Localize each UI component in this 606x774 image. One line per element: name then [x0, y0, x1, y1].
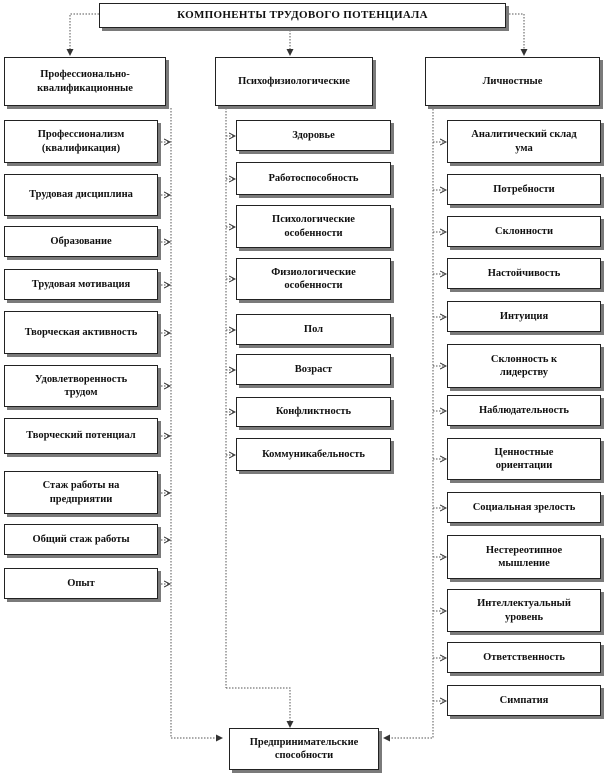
personal-item-label: Симпатия: [499, 694, 549, 706]
personal-item-label: Ценностные ориентации: [494, 446, 554, 471]
personal-item: Потребности: [447, 174, 601, 205]
personal-item: Ценностные ориентации: [447, 438, 601, 480]
psycho-item-label: Работоспособность: [268, 172, 359, 184]
psycho-item-label: Конфликтность: [275, 406, 352, 418]
professional-item: Профессионализм (квалификация): [4, 120, 158, 163]
psycho-item-label: Возраст: [294, 363, 333, 375]
professional-item: Удовлетворенность трудом: [4, 365, 158, 407]
psycho-item: Психологические особенности: [236, 205, 391, 248]
personal-item: Ответственность: [447, 642, 601, 673]
personal-item: Симпатия: [447, 685, 601, 716]
psycho-item-label: Психологические особенности: [272, 214, 355, 239]
professional-item: Трудовая мотивация: [4, 269, 158, 300]
personal-item: Наблюдательность: [447, 395, 601, 426]
psycho-item-label: Физиологические особенности: [271, 266, 356, 291]
psycho-item-label: Пол: [303, 323, 324, 335]
personal-item-label: Интеллектуальный уровень: [477, 598, 571, 623]
personal-item-label: Склонности: [495, 225, 553, 237]
psycho-item: Коммуникабельность: [236, 438, 391, 471]
professional-item-label: Профессионализм (квалификация): [37, 129, 125, 154]
personal-item: Интеллектуальный уровень: [447, 589, 601, 632]
professional-item-label: Опыт: [67, 577, 95, 589]
professional-item-label: Трудовая дисциплина: [29, 189, 133, 201]
psycho-item: Конфликтность: [236, 397, 391, 427]
personal-item-label: Аналитический склад ума: [471, 129, 577, 154]
professional-item-label: Удовлетворенность трудом: [34, 373, 128, 398]
professional-item: Творческий потенциал: [4, 418, 158, 454]
professional-item-label: Трудовая мотивация: [31, 278, 131, 290]
category-personal: Личностные: [425, 57, 600, 106]
psycho-item: Возраст: [236, 354, 391, 385]
personal-item-label: Ответственность: [483, 651, 565, 663]
result-entrepreneurial-abilities: Предпринимательские способности: [229, 728, 379, 770]
personal-item-label: Склонность к лидерству: [490, 353, 558, 378]
professional-item: Творческая активность: [4, 311, 158, 354]
psycho-item: Физиологические особенности: [236, 258, 391, 300]
personal-item: Социальная зрелость: [447, 492, 601, 523]
personal-item: Аналитический склад ума: [447, 120, 601, 163]
personal-item-label: Нестереотипное мышление: [485, 544, 563, 569]
psycho-item-label: Здоровье: [292, 129, 335, 141]
professional-item: Общий стаж работы: [4, 524, 158, 555]
psycho-item-label: Коммуникабельность: [262, 448, 365, 460]
professional-item: Опыт: [4, 568, 158, 599]
psycho-item: Здоровье: [236, 120, 391, 151]
professional-item: Стаж работы на предприятии: [4, 471, 158, 514]
category-professional: Профессионально- квалификационные: [4, 57, 166, 106]
professional-item: Образование: [4, 226, 158, 257]
diagram-title-text: КОМПОНЕНТЫ ТРУДОВОГО ПОТЕНЦИАЛА: [177, 8, 428, 21]
professional-item-label: Творческая активность: [24, 326, 138, 338]
personal-item-label: Интуиция: [499, 310, 549, 322]
category-psychophysiological: Психофизиологические: [215, 57, 373, 106]
personal-item: Склонность к лидерству: [447, 344, 601, 388]
personal-item: Интуиция: [447, 301, 601, 332]
professional-item: Трудовая дисциплина: [4, 174, 158, 216]
personal-item: Склонности: [447, 216, 601, 247]
personal-item: Нестереотипное мышление: [447, 535, 601, 579]
personal-item: Настойчивость: [447, 258, 601, 289]
professional-item-label: Образование: [50, 235, 112, 247]
professional-item-label: Творческий потенциал: [26, 430, 136, 442]
diagram-title: КОМПОНЕНТЫ ТРУДОВОГО ПОТЕНЦИАЛА: [99, 3, 506, 28]
psycho-item: Пол: [236, 314, 391, 345]
personal-item-label: Настойчивость: [487, 267, 561, 279]
professional-item-label: Общий стаж работы: [32, 533, 130, 545]
psycho-item: Работоспособность: [236, 162, 391, 195]
professional-item-label: Стаж работы на предприятии: [42, 480, 120, 505]
personal-item-label: Наблюдательность: [479, 404, 569, 416]
personal-item-label: Социальная зрелость: [472, 501, 576, 513]
personal-item-label: Потребности: [493, 183, 555, 195]
